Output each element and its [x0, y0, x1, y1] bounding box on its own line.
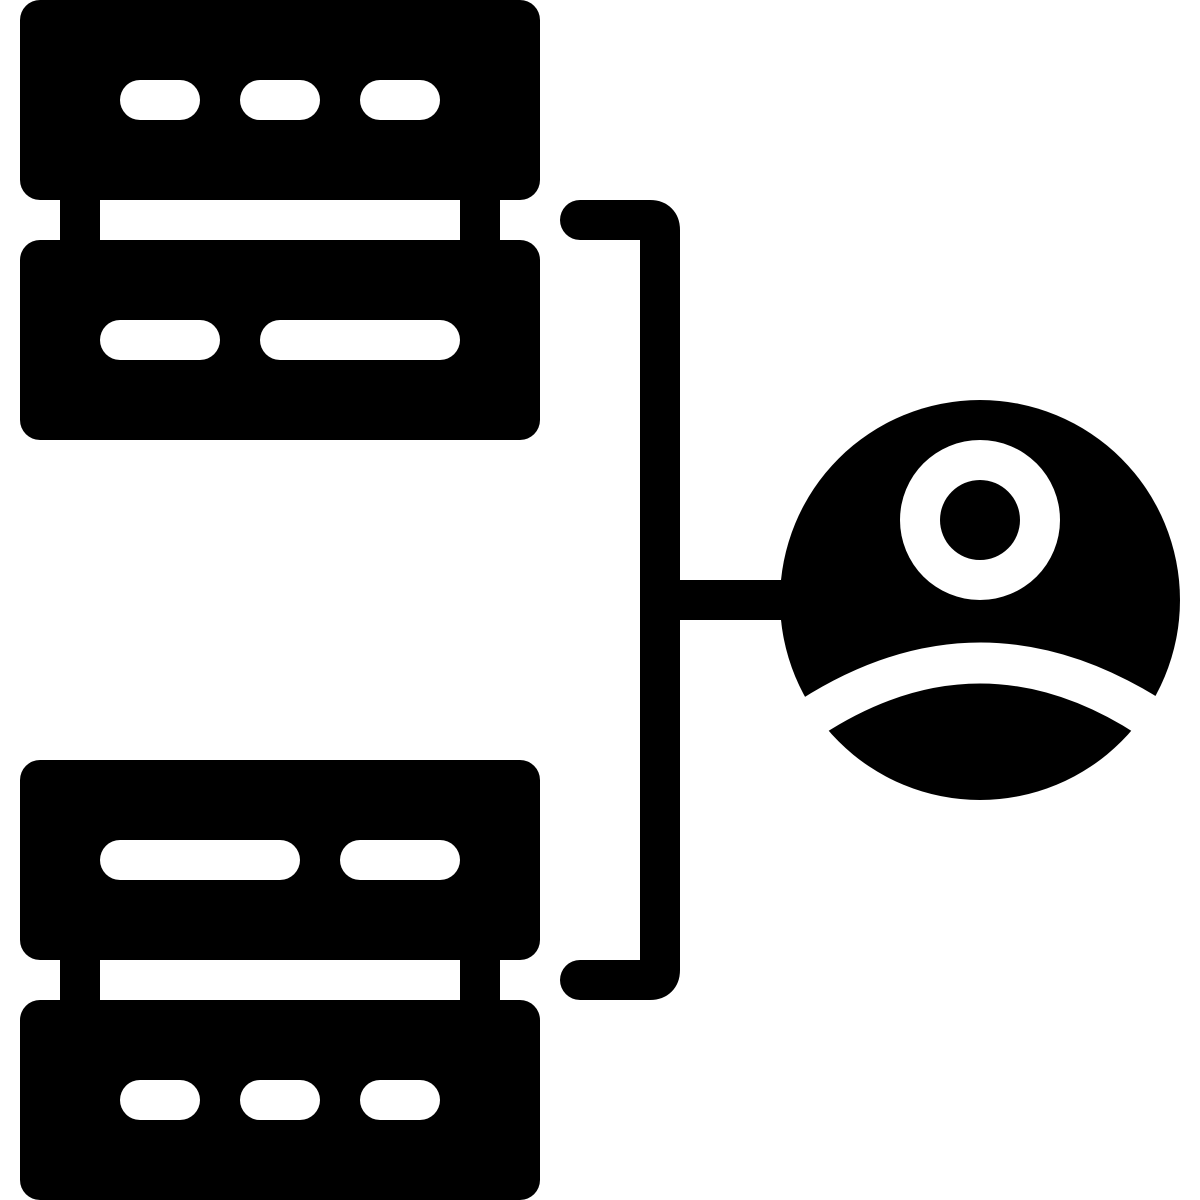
drive-slot — [120, 1080, 200, 1120]
drive-slot — [260, 320, 460, 360]
drive-slot — [120, 80, 200, 120]
drive-slot — [340, 840, 460, 880]
drive-slot — [240, 1080, 320, 1120]
drive-slot — [100, 840, 300, 880]
server-connector — [460, 195, 500, 245]
drive-slot — [360, 80, 440, 120]
head — [940, 480, 1020, 560]
server-connector — [460, 955, 500, 1005]
server-stack-bottom — [20, 760, 540, 1200]
connector-bracket — [560, 200, 800, 1000]
drive-slot — [360, 1080, 440, 1120]
server-connector — [60, 955, 100, 1005]
branch-line — [670, 580, 800, 620]
drive-slot — [240, 80, 320, 120]
drive-slot — [100, 320, 220, 360]
bracket-line — [560, 200, 680, 1000]
server-connector — [60, 195, 100, 245]
user-avatar — [780, 400, 1180, 800]
shoulder-divider — [800, 642, 1162, 735]
server-stack-top — [20, 0, 540, 440]
